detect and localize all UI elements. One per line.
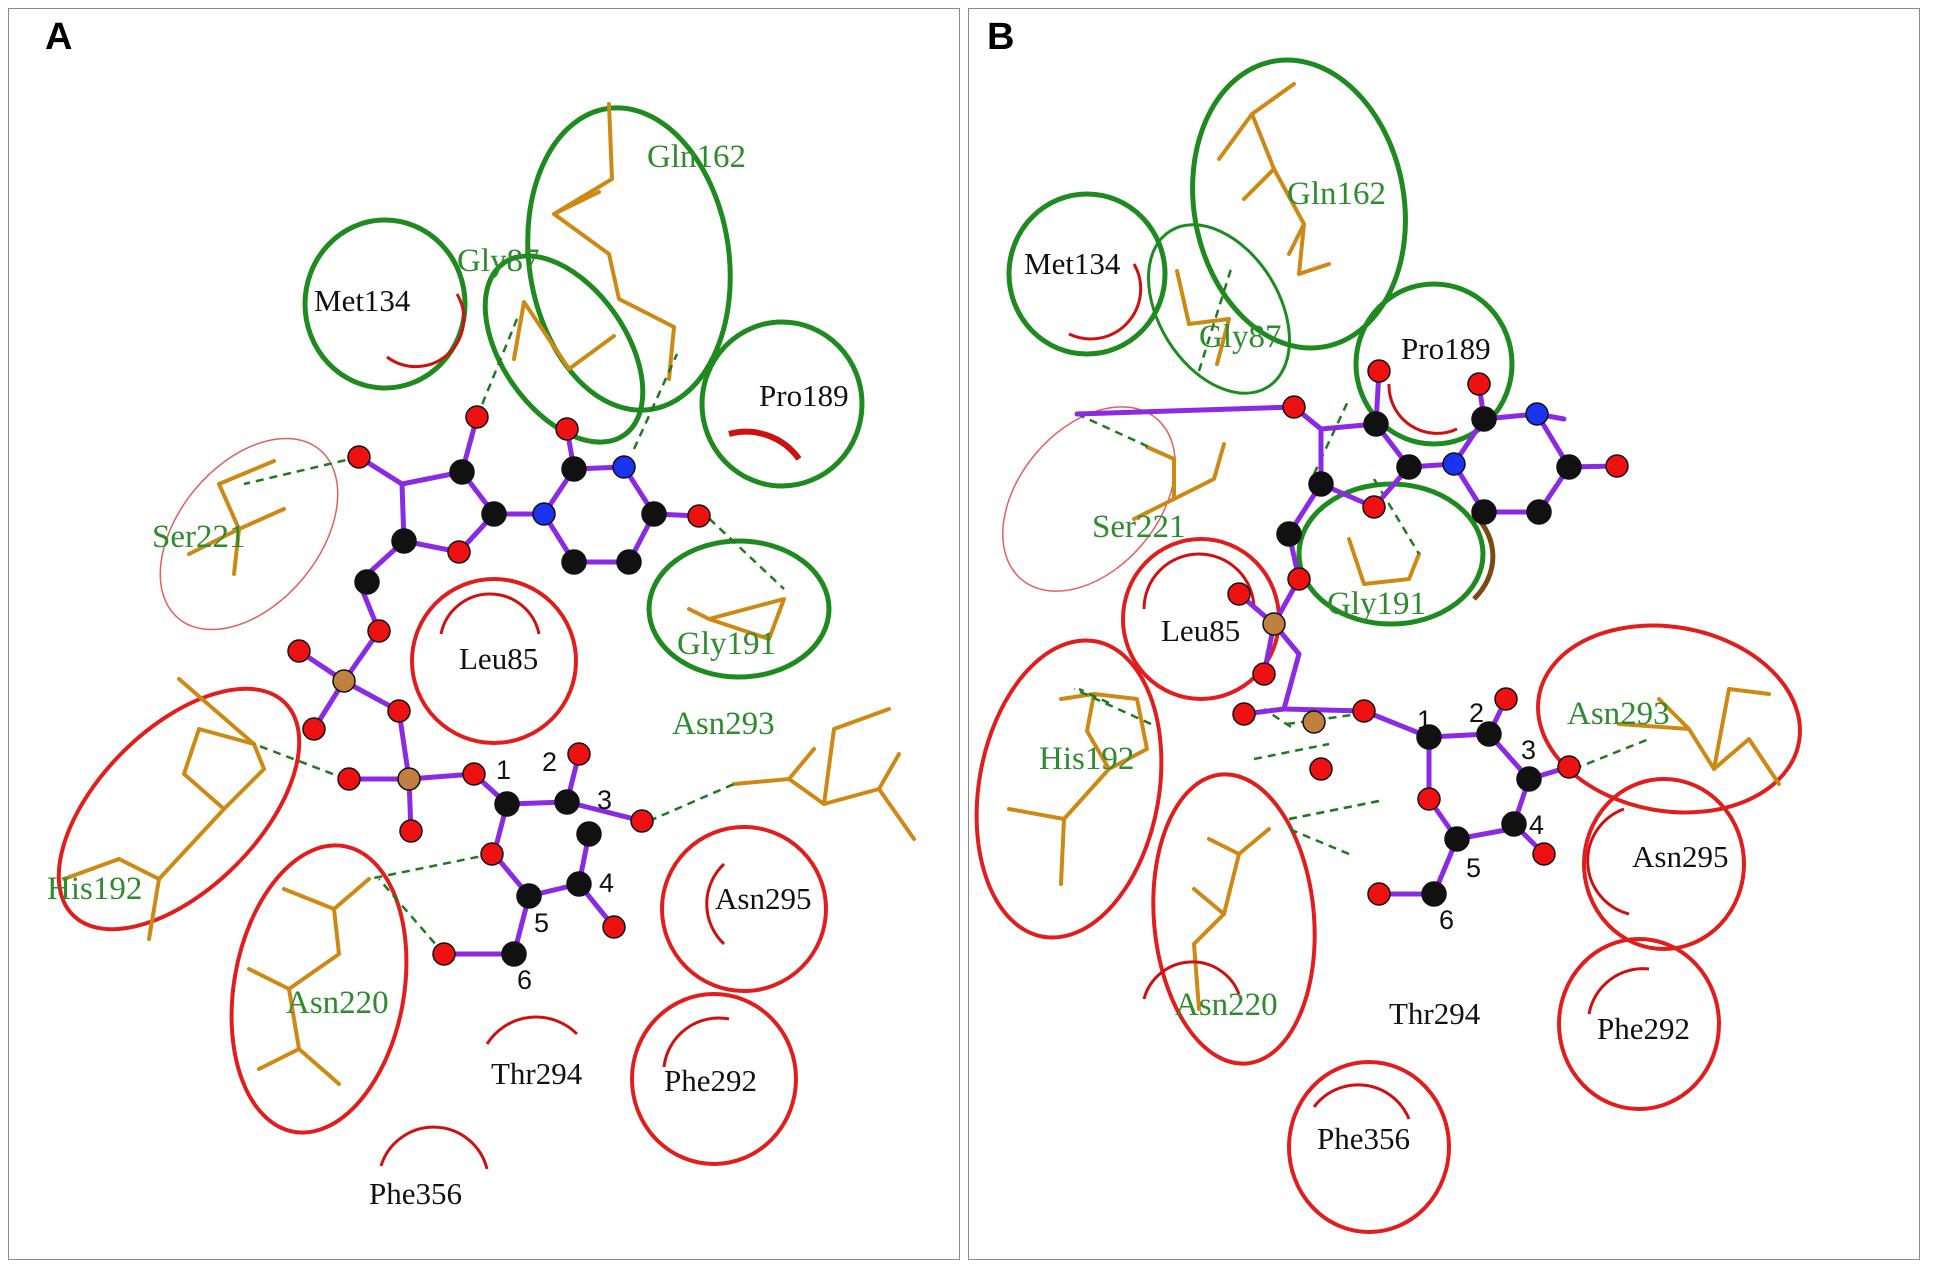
label-phe356: Phe356 (369, 1176, 462, 1211)
circle-asn293-b (1536, 623, 1802, 815)
label-met134: Met134 (314, 283, 411, 318)
label-his192: His192 (47, 871, 142, 907)
atom-number-6: 6 (517, 965, 532, 995)
circle-gly87-b (1147, 223, 1291, 395)
circle-met134-b (1006, 191, 1168, 357)
label-leu85-b: Leu85 (1161, 613, 1240, 648)
atom-number-1: 1 (496, 755, 511, 785)
label-his192-b: His192 (1039, 741, 1134, 777)
label-thr294: Thr294 (491, 1056, 583, 1091)
panel-a: A (8, 8, 960, 1260)
atom-number-1-b: 1 (1417, 705, 1432, 735)
circle-asn295-b (1582, 777, 1746, 951)
circle-pro189 (699, 319, 865, 489)
label-asn295-b: Asn295 (1632, 839, 1728, 874)
diagram-b-svg: B (974, 16, 1802, 1234)
circle-asn220-b (1151, 772, 1317, 1066)
circle-phe356-b (1287, 1060, 1451, 1234)
atom-number-4-b: 4 (1529, 810, 1544, 840)
label-phe292: Phe292 (664, 1063, 757, 1098)
label-asn293-b: Asn293 (1567, 696, 1670, 732)
circle-ser221-b (1002, 406, 1176, 592)
label-asn295: Asn295 (715, 881, 811, 916)
panel-label-b: B (987, 16, 1014, 58)
circle-pro189-b (1353, 281, 1515, 447)
circle-phe292 (630, 992, 798, 1166)
label-gln162: Gln162 (647, 139, 746, 175)
label-leu85: Leu85 (459, 641, 538, 676)
label-gly87: Gly87 (457, 243, 540, 279)
circle-gly191 (646, 538, 832, 680)
atom-number-6-b: 6 (1439, 905, 1454, 935)
circle-phe292-b (1557, 937, 1721, 1111)
atom-number-2-b: 2 (1469, 698, 1484, 728)
circle-his192-b (974, 638, 1164, 940)
circle-asn220 (229, 843, 409, 1135)
atom-number-2: 2 (542, 747, 557, 777)
label-gly87-b: Gly87 (1199, 319, 1282, 355)
atom-number-5-b: 5 (1466, 853, 1481, 883)
atom-number-3-b: 3 (1521, 735, 1536, 765)
label-phe292-b: Phe292 (1597, 1011, 1690, 1046)
hydrophobic-arcs-a (379, 293, 802, 1170)
label-asn220: Asn220 (286, 985, 389, 1021)
circle-asn295 (660, 825, 828, 993)
panel-b: B (968, 8, 1920, 1260)
diagram-a-svg: A (45, 16, 916, 1211)
label-asn293: Asn293 (672, 706, 775, 742)
circle-his192 (56, 686, 302, 932)
label-asn220-b: Asn220 (1175, 987, 1278, 1023)
circle-gly87 (482, 253, 646, 445)
circle-leu85 (410, 577, 578, 745)
label-thr294-b: Thr294 (1389, 996, 1481, 1031)
atom-number-5: 5 (534, 908, 549, 938)
label-met134-b: Met134 (1024, 246, 1121, 281)
label-ser221: Ser221 (152, 519, 246, 555)
label-pro189: Pro189 (759, 378, 849, 413)
atom-number-3: 3 (597, 785, 612, 815)
circle-ser221 (159, 437, 339, 631)
atom-number-4: 4 (599, 868, 614, 898)
panel-label-a: A (45, 16, 72, 58)
label-ser221-b: Ser221 (1092, 509, 1186, 545)
label-gly191-b: Gly191 (1327, 586, 1426, 622)
circle-met134 (302, 217, 468, 391)
label-gly191: Gly191 (677, 626, 776, 662)
label-pro189-b: Pro189 (1401, 331, 1491, 366)
label-gln162-b: Gln162 (1287, 176, 1386, 212)
circle-gln162-b (1190, 57, 1408, 351)
label-phe356-b: Phe356 (1317, 1121, 1410, 1156)
